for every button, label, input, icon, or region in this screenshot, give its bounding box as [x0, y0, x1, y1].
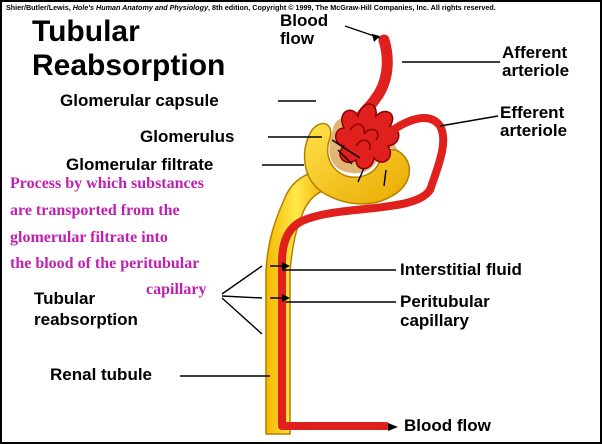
interstitial-fluid-label: Interstitial fluid [400, 261, 522, 279]
tubular-reabsorption-label-2: reabsorption [34, 311, 138, 329]
peritubular-label-2: capillary [400, 312, 469, 330]
afferent-label-2: arteriole [502, 62, 569, 80]
copyright-line: Shier/Butler/Lewis, Hole's Human Anatomy… [6, 4, 496, 12]
definition-line-3: glomerular filtrate into [10, 230, 168, 246]
definition-line-5: capillary [146, 282, 206, 298]
renal-tubule-label: Renal tubule [50, 366, 152, 384]
definition-line-2: are transported from the [10, 203, 180, 219]
title-line-1: Tubular [32, 16, 140, 48]
definition-line-4: the blood of the peritubular [10, 256, 199, 272]
copyright-prefix: Shier/Butler/Lewis, [6, 3, 71, 12]
efferent-label-1: Efferent [500, 104, 564, 122]
title-line-2: Reabsorption [32, 50, 225, 82]
blood-flow-top-label-1: Blood [280, 12, 328, 30]
glomerular-filtrate-label: Glomerular filtrate [66, 156, 213, 174]
peritubular-label-1: Peritubular [400, 293, 490, 311]
blood-flow-bottom-label: Blood flow [404, 417, 491, 435]
efferent-leader [440, 116, 498, 126]
tubular-reabsorption-label-1: Tubular [34, 290, 95, 308]
glomerular-capsule-label: Glomerular capsule [60, 92, 219, 110]
efferent-label-2: arteriole [500, 122, 567, 140]
glomerulus-label: Glomerulus [140, 128, 234, 146]
definition-line-1: Process by which substances [10, 176, 204, 192]
blood-flow-top-label-2: flow [280, 30, 314, 48]
afferent-label-1: Afferent [502, 44, 567, 62]
copyright-suffix: , 8th edition, Copyright © 1999, The McG… [208, 3, 496, 12]
copyright-book: Hole's Human Anatomy and Physiology [73, 3, 208, 12]
